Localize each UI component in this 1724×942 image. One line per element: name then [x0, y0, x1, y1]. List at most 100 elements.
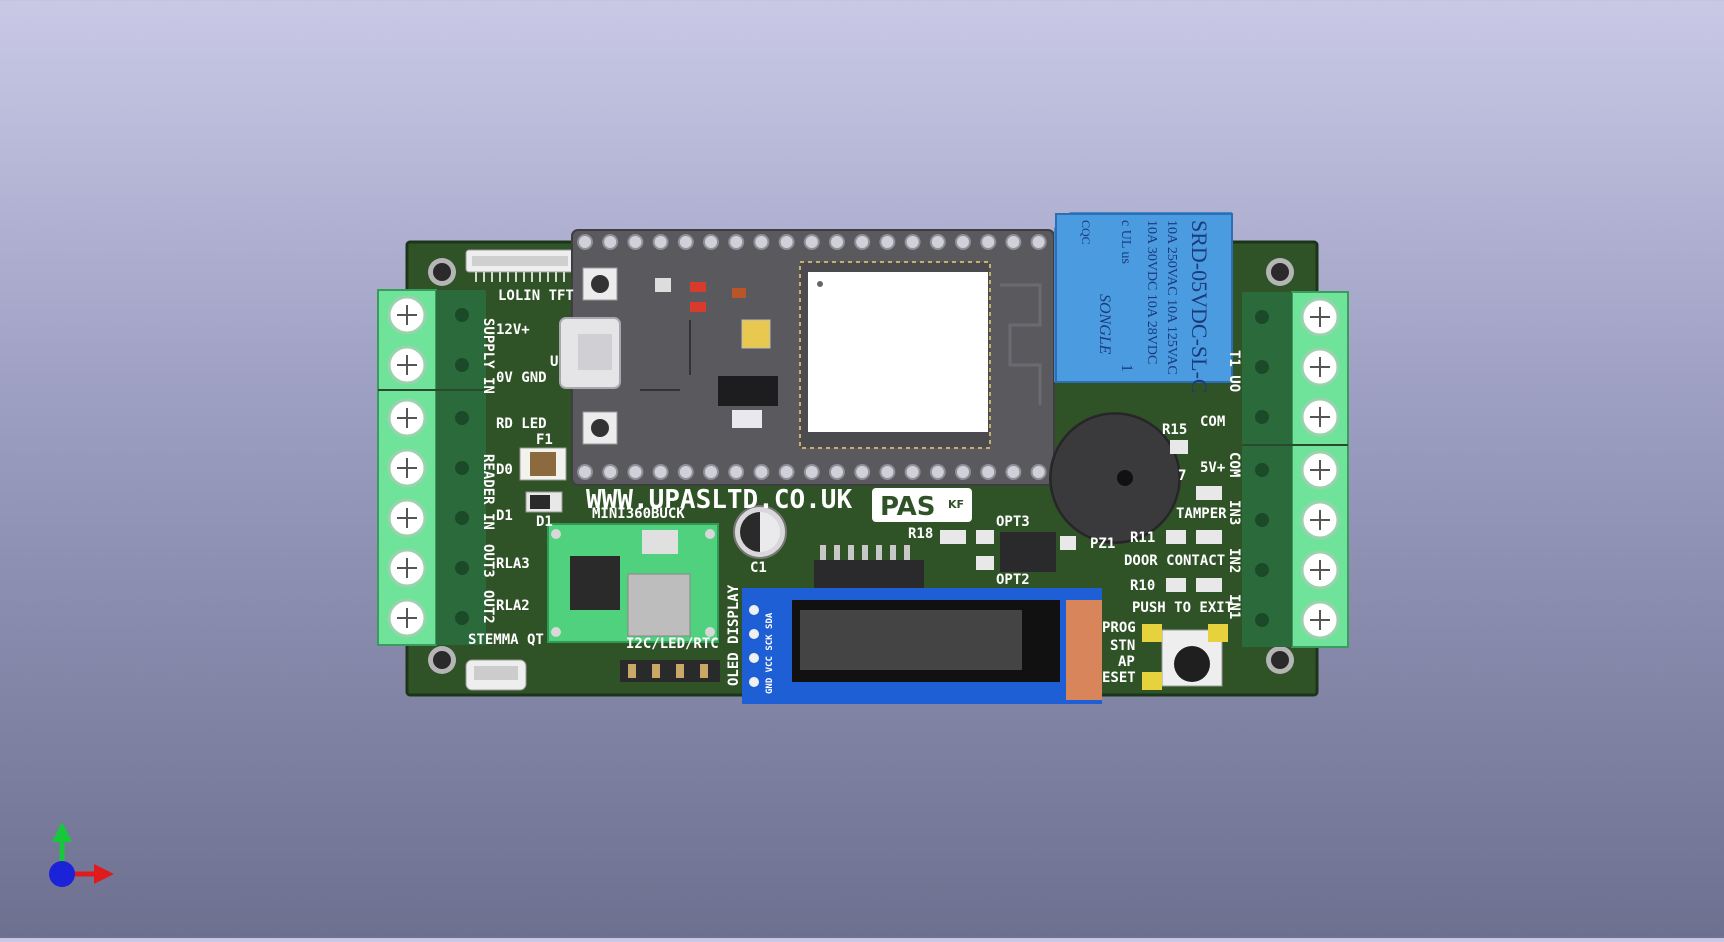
- label-in1: IN1: [1226, 594, 1242, 619]
- relay-markings: SRD-05VDC-SL-C 10A 250VAC 10A 125VAC 10A…: [1079, 220, 1212, 394]
- header-pin: [980, 464, 997, 480]
- label-r18: R18: [908, 526, 933, 542]
- relay-cqc-mark: CQC: [1079, 220, 1093, 245]
- label-website: WWW.UPASLTD.CO.UK: [586, 485, 852, 515]
- header-pin: [677, 464, 694, 480]
- label-7: 7: [1178, 468, 1186, 484]
- label-5v: 5V+: [1200, 460, 1225, 476]
- i2c-header: [620, 660, 720, 682]
- piezo-buzzer: [1049, 412, 1181, 544]
- label-u: U: [550, 354, 558, 370]
- header-pin: [602, 234, 619, 250]
- header-pin: [577, 234, 593, 250]
- label-rla2: RLA2: [496, 598, 530, 614]
- header-pin: [1005, 234, 1022, 250]
- label-opt3: OPT3: [996, 514, 1030, 530]
- header-pin: [854, 234, 871, 250]
- header-pin: [980, 234, 997, 250]
- header-pin: [728, 464, 745, 480]
- label-12v: 12V+: [496, 322, 530, 338]
- silkscreen: LOLIN TFT 12V+ 0V GND U RD LED F1 D0 D1 …: [468, 288, 1242, 694]
- header-pin: [829, 464, 845, 480]
- push-button[interactable]: [1142, 624, 1228, 690]
- header-pin: [879, 464, 896, 480]
- label-d0: D0: [496, 462, 513, 478]
- label-ap: AP: [1118, 654, 1135, 670]
- relay-pin-one: 1: [1118, 364, 1135, 372]
- header-pin: [803, 234, 820, 250]
- label-oled-display: OLED DISPLAY: [726, 584, 742, 686]
- header-pin: [677, 234, 694, 250]
- label-i2c-led-rtc: I2C/LED/RTC: [626, 636, 719, 652]
- xyz-axes-icon[interactable]: [49, 822, 114, 887]
- header-pin: [753, 464, 770, 480]
- header-pin: [577, 464, 593, 480]
- header-pin: [703, 464, 719, 480]
- smd-resistors: [940, 440, 1222, 592]
- capacitor-c1: [733, 505, 787, 559]
- header-pin: [1030, 464, 1047, 480]
- left-terminal-block: [377, 289, 486, 646]
- pas-logo: [872, 488, 972, 522]
- header-pin: [627, 464, 644, 480]
- header-pin: [1005, 464, 1022, 480]
- label-stemma-qt: STEMMA QT: [468, 632, 544, 648]
- header-pin: [627, 234, 644, 250]
- label-door-contact: DOOR CONTACT: [1124, 553, 1225, 569]
- label-0v-gnd: 0V GND: [496, 370, 547, 386]
- header-pin: [879, 234, 896, 250]
- label-out1: T1 UO: [1226, 350, 1242, 392]
- header-pin: [753, 234, 770, 250]
- mini360-buck-module: [547, 523, 719, 643]
- label-c1: C1: [750, 560, 767, 576]
- label-r15: R15: [1162, 422, 1187, 438]
- logo-text: PAS: [880, 492, 936, 522]
- header-pin: [955, 464, 971, 480]
- header-pin: [778, 234, 795, 250]
- header-pin: [904, 464, 921, 480]
- label-in3: IN3: [1226, 500, 1242, 525]
- esp32-devkit-module: [559, 229, 1055, 486]
- header-pin: [778, 464, 795, 480]
- ic-chip: [814, 545, 924, 588]
- label-oled-pins: GND VCC SCK SDA: [765, 612, 775, 694]
- header-pin: [703, 234, 719, 250]
- right-terminal-block: [1242, 291, 1349, 648]
- label-rd-led: RD LED: [496, 416, 547, 432]
- oled-display-module: [742, 588, 1102, 704]
- label-rla3: RLA3: [496, 556, 530, 572]
- header-pin: [904, 234, 921, 250]
- label-f1: F1: [536, 432, 553, 448]
- stemma-qt-connector: [465, 659, 527, 691]
- label-com: COM: [1200, 414, 1225, 430]
- header-pin: [602, 464, 619, 480]
- header-pin: [929, 464, 946, 480]
- header-pin: [803, 464, 820, 480]
- label-mini360buck: MINI360BUCK: [592, 506, 685, 522]
- label-reset: ESET: [1102, 670, 1136, 686]
- label-com-vertical: COM: [1226, 452, 1242, 477]
- header-pin: [1030, 234, 1047, 250]
- label-reader-in: READER IN: [480, 454, 496, 530]
- label-out2: OUT2: [480, 590, 496, 624]
- relay-model-text: SRD-05VDC-SL-C: [1187, 220, 1212, 394]
- label-push-to-exit: PUSH TO EXIT: [1132, 600, 1233, 616]
- mounting-holes: [428, 258, 1294, 674]
- label-r10: R10: [1130, 578, 1155, 594]
- label-stn: STN: [1110, 638, 1135, 654]
- label-prog: PROG: [1102, 620, 1136, 636]
- label-lolin-tft: LOLIN TFT: [498, 288, 574, 304]
- label-tamper: TAMPER: [1176, 506, 1227, 522]
- header-pin: [854, 464, 871, 480]
- relay-srd-05vdc: [1054, 212, 1233, 383]
- header-pin: [929, 234, 946, 250]
- relay-rating-1: 10A 250VAC 10A 125VAC: [1164, 220, 1179, 375]
- label-out3: OUT3: [480, 544, 496, 578]
- label-pz1: PZ1: [1090, 536, 1115, 552]
- label-opt2: OPT2: [996, 572, 1030, 588]
- header-pin: [955, 234, 971, 250]
- optocoupler: [1000, 532, 1056, 572]
- header-pin: [652, 234, 669, 250]
